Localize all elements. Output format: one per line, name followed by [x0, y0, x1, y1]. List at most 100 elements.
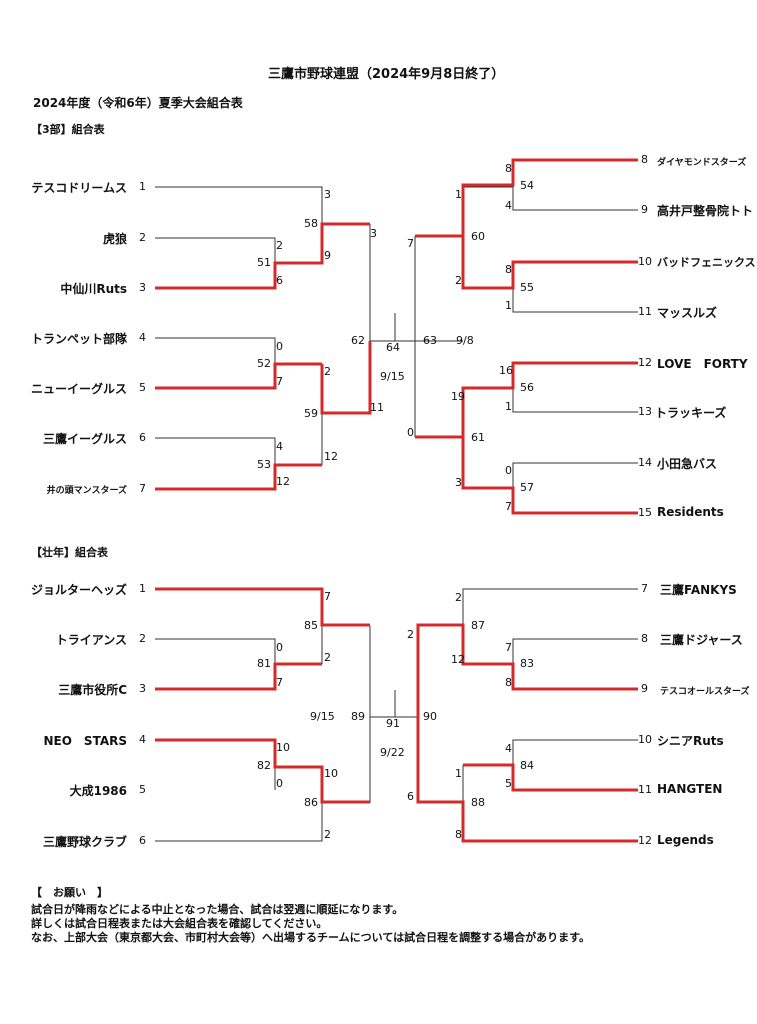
page-subtitle: 2024年度（令和6年）夏季大会組合表	[33, 96, 243, 110]
score: 2	[324, 828, 331, 841]
game-number: 90	[423, 710, 437, 723]
score: 2	[455, 274, 462, 287]
score: 5	[505, 777, 512, 790]
score: 1	[455, 188, 462, 201]
score: 1	[455, 767, 462, 780]
team-seed: 11	[638, 305, 652, 318]
score: 4	[276, 440, 283, 453]
team-seed: 3	[139, 682, 146, 695]
team-name: 三鷹市役所C	[58, 683, 127, 697]
team-seed: 5	[139, 381, 146, 394]
team-seed: 5	[139, 783, 146, 796]
score: 2	[276, 239, 283, 252]
game-number: 86	[304, 796, 318, 809]
score: 8	[505, 162, 512, 175]
score: 6	[276, 274, 283, 287]
team-seed: 2	[139, 231, 146, 244]
team-name: LOVE FORTY	[657, 357, 748, 371]
page-title: 三鷹市野球連盟（2024年9月8日終了）	[268, 67, 505, 82]
team-seed: 9	[641, 203, 648, 216]
team-seed: 2	[139, 632, 146, 645]
score: 2	[455, 591, 462, 604]
game-number: 57	[520, 481, 534, 494]
score: 2	[324, 365, 331, 378]
team-seed: 10	[638, 255, 652, 268]
score: 2	[407, 628, 414, 641]
notice-line: なお、上部大会（東京都大会、市町村大会等）へ出場するチームについては試合日程を調…	[31, 931, 591, 944]
team-seed: 7	[139, 482, 146, 495]
team-seed: 1	[139, 180, 146, 193]
game-number: 62	[351, 334, 365, 347]
score: 0	[276, 340, 283, 353]
team-name: 中仙川Ruts	[60, 282, 127, 296]
team-seed: 10	[638, 733, 652, 746]
team-name: マッスルズ	[657, 306, 718, 320]
team-seed: 6	[139, 834, 146, 847]
team-seed: 14	[638, 456, 652, 469]
game-number: 52	[257, 357, 271, 370]
game-number: 82	[257, 759, 271, 772]
team-name: NEO STARS	[43, 734, 127, 748]
team-name: テスコドリームス	[31, 181, 127, 195]
team-name: 井の頭マンスターズ	[46, 486, 127, 496]
game-number: 88	[471, 796, 485, 809]
score: 6	[407, 790, 414, 803]
team-seed: 12	[638, 834, 652, 847]
notice-line: 試合日が降雨などによる中止となった場合、試合は翌週に順延になります。	[31, 903, 404, 916]
game-number: 55	[520, 281, 534, 294]
notice-line: 詳しくは試合日程表または大会組合表を確認してください。	[31, 917, 328, 930]
game-number: 85	[304, 619, 318, 632]
match-date: 9/15	[310, 710, 335, 723]
team-seed: 1	[139, 582, 146, 595]
team-seed: 4	[139, 733, 146, 746]
score: 19	[451, 390, 465, 403]
team-name: トランペット部隊	[30, 332, 127, 346]
score: 0	[276, 641, 283, 654]
score: 7	[505, 641, 512, 654]
score: 12	[276, 475, 290, 488]
score: 8	[505, 676, 512, 689]
team-name: 三鷹ドジャース	[660, 633, 743, 647]
score: 11	[370, 401, 384, 414]
game-number: 58	[304, 217, 318, 230]
notice-heading: 【 お願い 】	[31, 886, 108, 899]
score: 0	[276, 777, 283, 790]
score: 1	[505, 400, 512, 413]
team-name: トライアンス	[55, 633, 127, 647]
team-name: シニアRuts	[657, 734, 724, 748]
game-number: 61	[471, 431, 485, 444]
team-name: 大成1986	[69, 784, 127, 798]
score: 9	[324, 249, 331, 262]
team-seed: 11	[638, 783, 652, 796]
score: 12	[451, 653, 465, 666]
score: 7	[276, 676, 283, 689]
team-name: HANGTEN	[657, 782, 723, 796]
game-number: 83	[520, 657, 534, 670]
senior-label: 【壮年】組合表	[31, 546, 108, 559]
team-name: Residents	[657, 505, 724, 519]
team-seed: 6	[139, 431, 146, 444]
team-name: 小田急バス	[657, 457, 718, 471]
score: 3	[324, 188, 331, 201]
team-name: 虎狼	[102, 232, 127, 246]
score: 10	[276, 741, 290, 754]
score: 8	[455, 828, 462, 841]
game-number: 60	[471, 230, 485, 243]
team-name: ニューイーグルス	[30, 382, 127, 396]
game-number: 51	[257, 256, 271, 269]
score: 3	[370, 227, 377, 240]
score: 0	[505, 464, 512, 477]
team-seed: 4	[139, 331, 146, 344]
team-name: トラッキーズ	[655, 406, 727, 420]
team-name: Legends	[657, 833, 714, 847]
score: 7	[324, 590, 331, 603]
team-name: バッドフェニックス	[657, 256, 756, 269]
score: 10	[324, 767, 338, 780]
game-number: 89	[351, 710, 365, 723]
team-name: テスコオールスターズ	[660, 687, 750, 697]
score: 3	[455, 476, 462, 489]
score: 7	[505, 500, 512, 513]
game-number: 91	[386, 717, 400, 730]
score: 1	[505, 299, 512, 312]
team-seed: 12	[638, 356, 652, 369]
